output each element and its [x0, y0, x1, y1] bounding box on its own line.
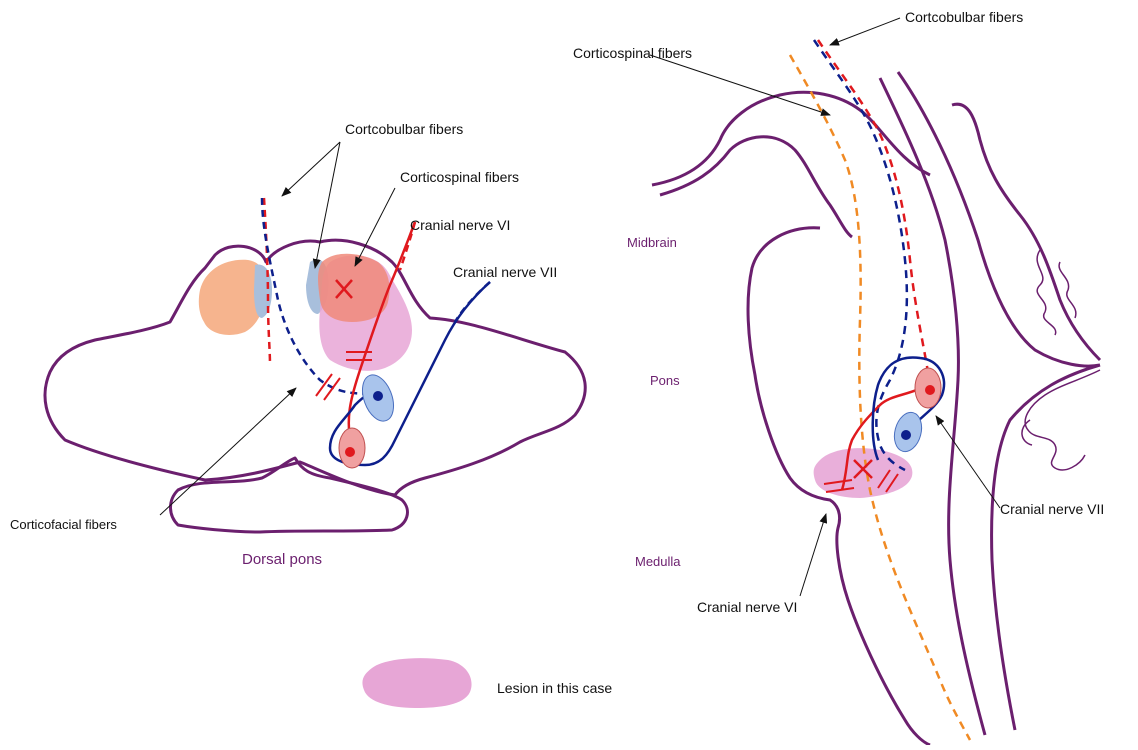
legend-lesion-label: Lesion in this case	[497, 681, 612, 695]
pons-cross-section	[45, 198, 585, 532]
label-cranial-nerve-vi-right: Cranial nerve VI	[697, 600, 797, 614]
label-pons: Pons	[650, 374, 680, 387]
label-corticobulbar-right: Cortcobulbar fibers	[905, 10, 1023, 24]
label-midbrain: Midbrain	[627, 236, 677, 249]
label-corticofacial: Corticofacial fibers	[10, 518, 117, 531]
label-cranial-nerve-vii-left: Cranial nerve VII	[453, 265, 557, 279]
cerebrum-outline-lower	[660, 137, 852, 237]
label-cranial-nerve-vi-left: Cranial nerve VI	[410, 218, 510, 232]
abducens-nucleus-core-right	[925, 385, 935, 395]
lesion-area-right	[814, 448, 913, 498]
facial-nucleus-core-left	[373, 391, 383, 401]
cerebrum-outline-upper	[652, 92, 930, 185]
abducens-nucleus-core-left	[345, 447, 355, 457]
facial-nucleus-core-right	[901, 430, 911, 440]
label-medulla: Medulla	[635, 555, 681, 568]
brainstem-sagittal	[652, 40, 1100, 745]
choroid-plexus	[1022, 370, 1100, 470]
label-corticospinal-right: Corticospinal fibers	[573, 46, 692, 60]
label-corticospinal-left: Corticospinal fibers	[400, 170, 519, 184]
label-dorsal-pons: Dorsal pons	[242, 552, 322, 567]
label-corticobulbar-left: Cortcobulbar fibers	[345, 122, 463, 136]
label-cranial-nerve-vii-right: Cranial nerve VII	[1000, 502, 1104, 516]
legend-lesion-swatch	[362, 658, 471, 708]
fourth-ventricle-floor	[171, 458, 408, 532]
